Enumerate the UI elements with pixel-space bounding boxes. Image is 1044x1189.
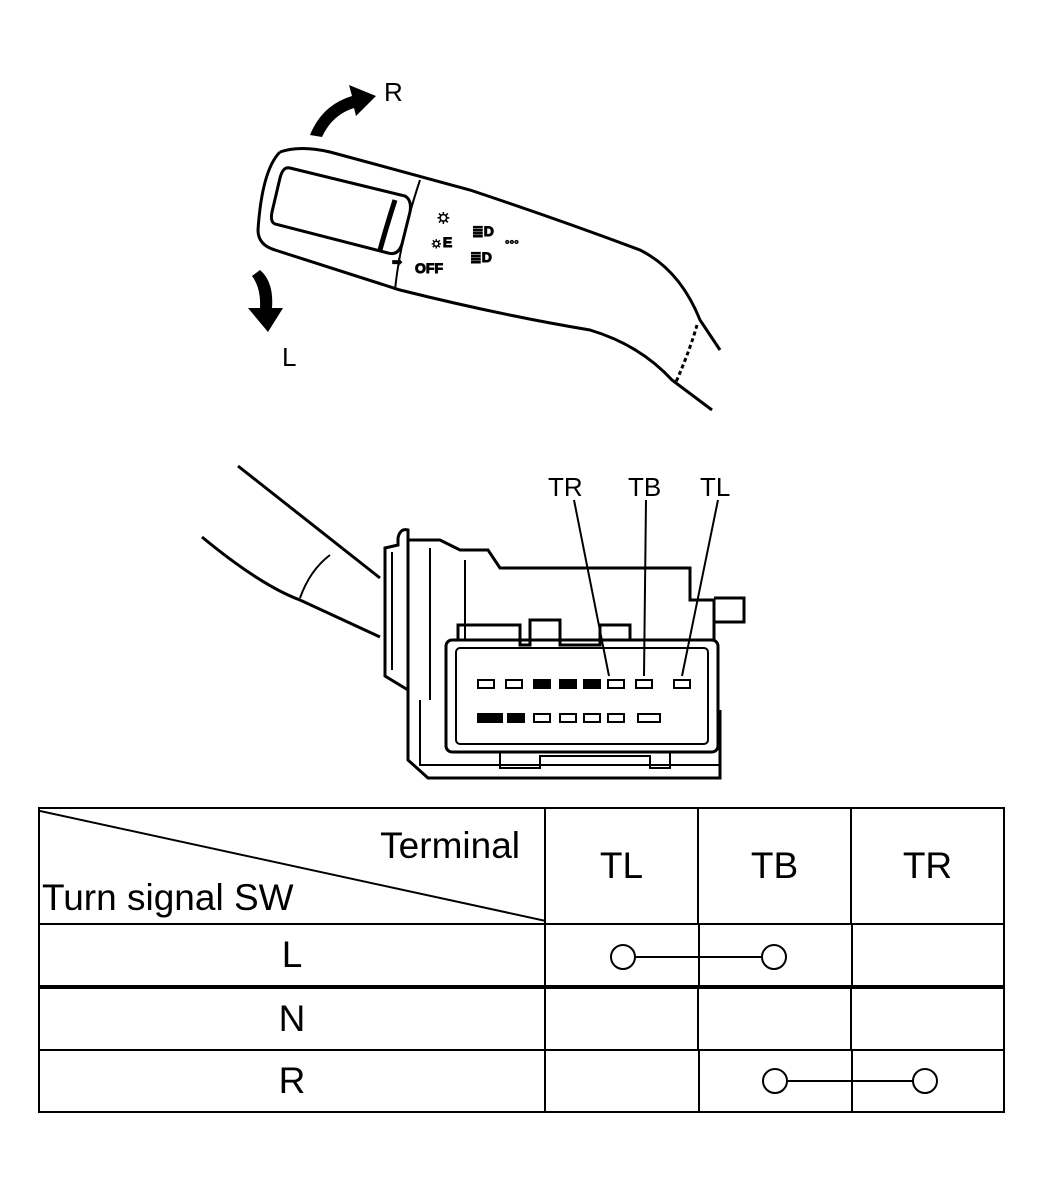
terminal-header-tl: TL xyxy=(544,807,699,925)
svg-text:☼E: ☼E xyxy=(430,234,452,250)
terminal-leaders xyxy=(573,499,719,677)
svg-text:OFF: OFF xyxy=(415,260,443,276)
switch-diagram: ☼ ≣D ◦◦◦ ☼E ≣D ➡ OFF R L xyxy=(201,77,746,780)
terminal-label-tb: TB xyxy=(628,472,661,502)
switch-position-l: L xyxy=(38,923,546,988)
terminal-label-tr: TR xyxy=(548,472,583,502)
lever-symbols: ☼ ≣D ◦◦◦ ☼E ≣D ➡ OFF xyxy=(392,206,520,277)
table-row: L xyxy=(38,923,1005,988)
continuity-link-r xyxy=(698,1051,938,1111)
turn-right-arrow-icon xyxy=(310,85,376,137)
svg-text:≣D: ≣D xyxy=(472,223,494,239)
switch-connector xyxy=(201,464,746,780)
continuity-circle-icon xyxy=(912,1068,938,1094)
continuity-cell-l xyxy=(544,923,1005,988)
terminal-label-tl: TL xyxy=(700,472,730,502)
combination-switch-lever xyxy=(256,147,722,412)
table-row: R xyxy=(38,1049,1005,1113)
lever-label-left: L xyxy=(282,342,296,372)
svg-text:◦◦◦: ◦◦◦ xyxy=(505,234,519,249)
continuity-cell-n-tb xyxy=(697,985,852,1051)
table-header-row: Terminal Turn signal SW TL TB TR xyxy=(38,807,1005,925)
svg-text:☼: ☼ xyxy=(435,206,452,226)
terminal-header-tb: TB xyxy=(697,807,852,925)
svg-text:≣D: ≣D xyxy=(470,249,492,265)
continuity-cell-n-tl xyxy=(544,985,699,1051)
corner-switch-label: Turn signal SW xyxy=(42,877,294,918)
continuity-link-l xyxy=(610,925,853,985)
terminal-header-tr: TR xyxy=(850,807,1005,925)
continuity-circle-icon xyxy=(762,1068,788,1094)
continuity-cell-n-tr xyxy=(850,985,1005,1051)
connector-pins xyxy=(477,679,691,723)
continuity-circle-icon xyxy=(761,944,787,970)
switch-position-n: N xyxy=(38,985,546,1051)
continuity-cell-r xyxy=(544,1049,1005,1113)
table-row: N xyxy=(38,985,1005,1051)
turn-left-arrow-icon xyxy=(248,270,283,332)
corner-divider xyxy=(40,810,546,922)
continuity-table: Terminal Turn signal SW TL TB TR L N R xyxy=(38,807,1005,1113)
svg-text:➡: ➡ xyxy=(392,255,402,269)
lever-label-right: R xyxy=(384,77,403,107)
switch-position-r: R xyxy=(38,1049,546,1113)
table-corner-cell: Terminal Turn signal SW xyxy=(38,807,546,925)
continuity-circle-icon xyxy=(610,944,636,970)
corner-terminal-label: Terminal xyxy=(380,825,520,866)
